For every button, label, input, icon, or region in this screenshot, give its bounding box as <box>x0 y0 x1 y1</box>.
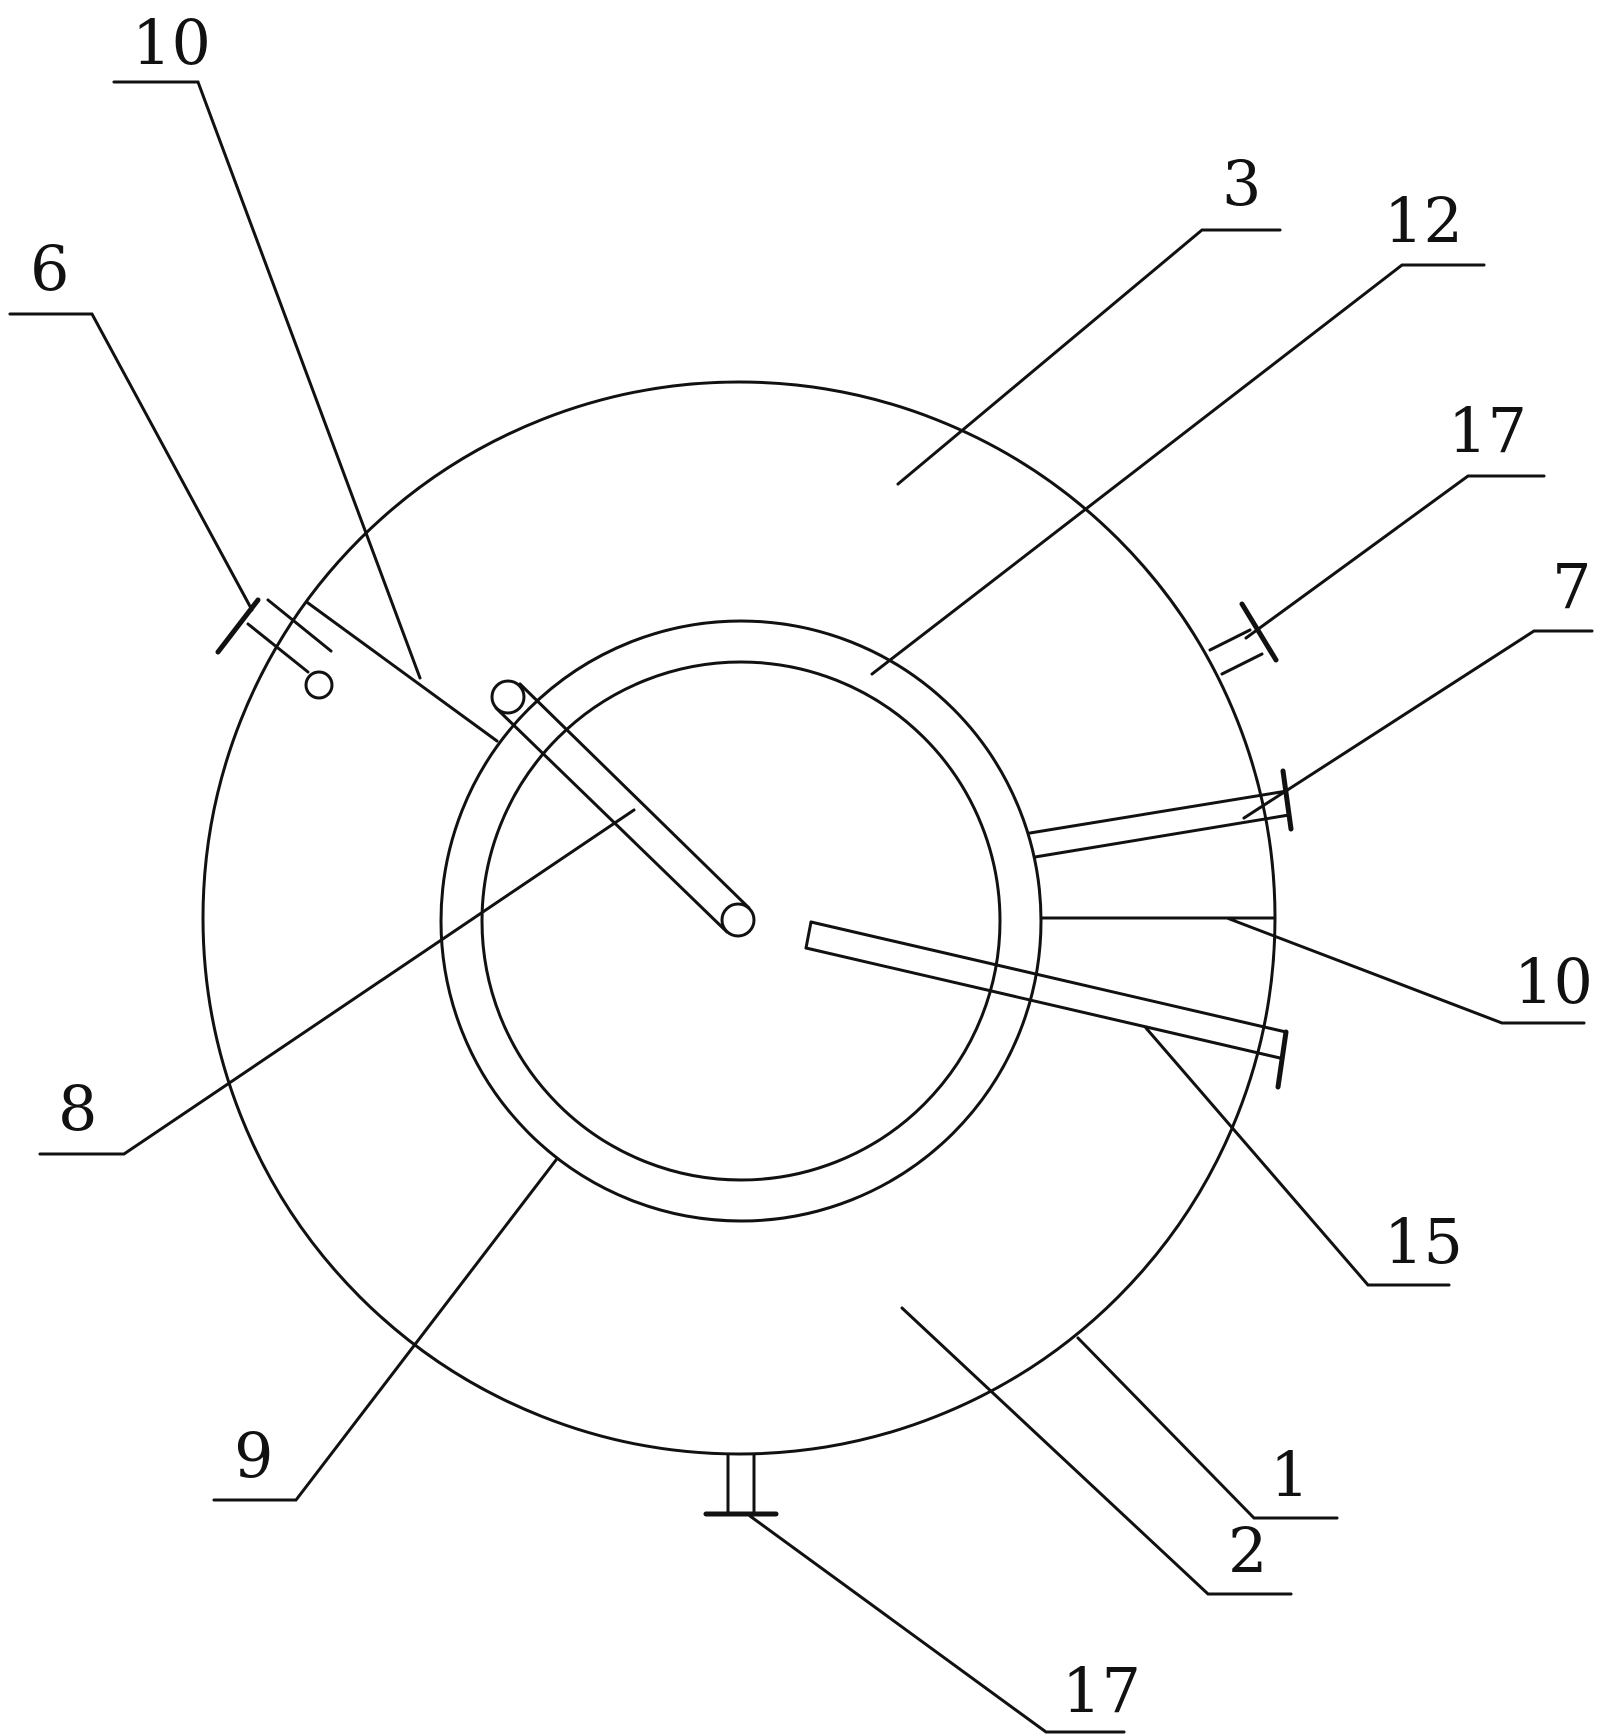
middle-ring <box>439 619 1043 1223</box>
label-1: 1 <box>1270 1438 1309 1511</box>
label-9: 9 <box>234 1419 273 1492</box>
label-2: 2 <box>1228 1514 1267 1587</box>
label-17-right: 17 <box>1448 394 1527 467</box>
label-17-bottom: 17 <box>1062 1654 1141 1727</box>
label-10-right: 10 <box>1514 945 1593 1018</box>
nozzle-7 <box>1028 768 1294 859</box>
label-8: 8 <box>58 1072 97 1145</box>
partition-plate-upper <box>306 601 499 743</box>
leader-lines <box>8 80 1594 1734</box>
inner-chamber <box>480 660 1002 1182</box>
label-6: 6 <box>30 232 69 305</box>
tube-15 <box>804 920 1289 1090</box>
label-3: 3 <box>1222 147 1261 220</box>
nozzle-17-bottom <box>703 1452 779 1517</box>
label-7: 7 <box>1552 550 1591 623</box>
label-10-top: 10 <box>132 6 211 79</box>
label-12: 12 <box>1384 184 1463 257</box>
nozzle-17-right <box>1208 601 1279 676</box>
label-15: 15 <box>1384 1205 1463 1278</box>
tube-8 <box>490 679 756 938</box>
